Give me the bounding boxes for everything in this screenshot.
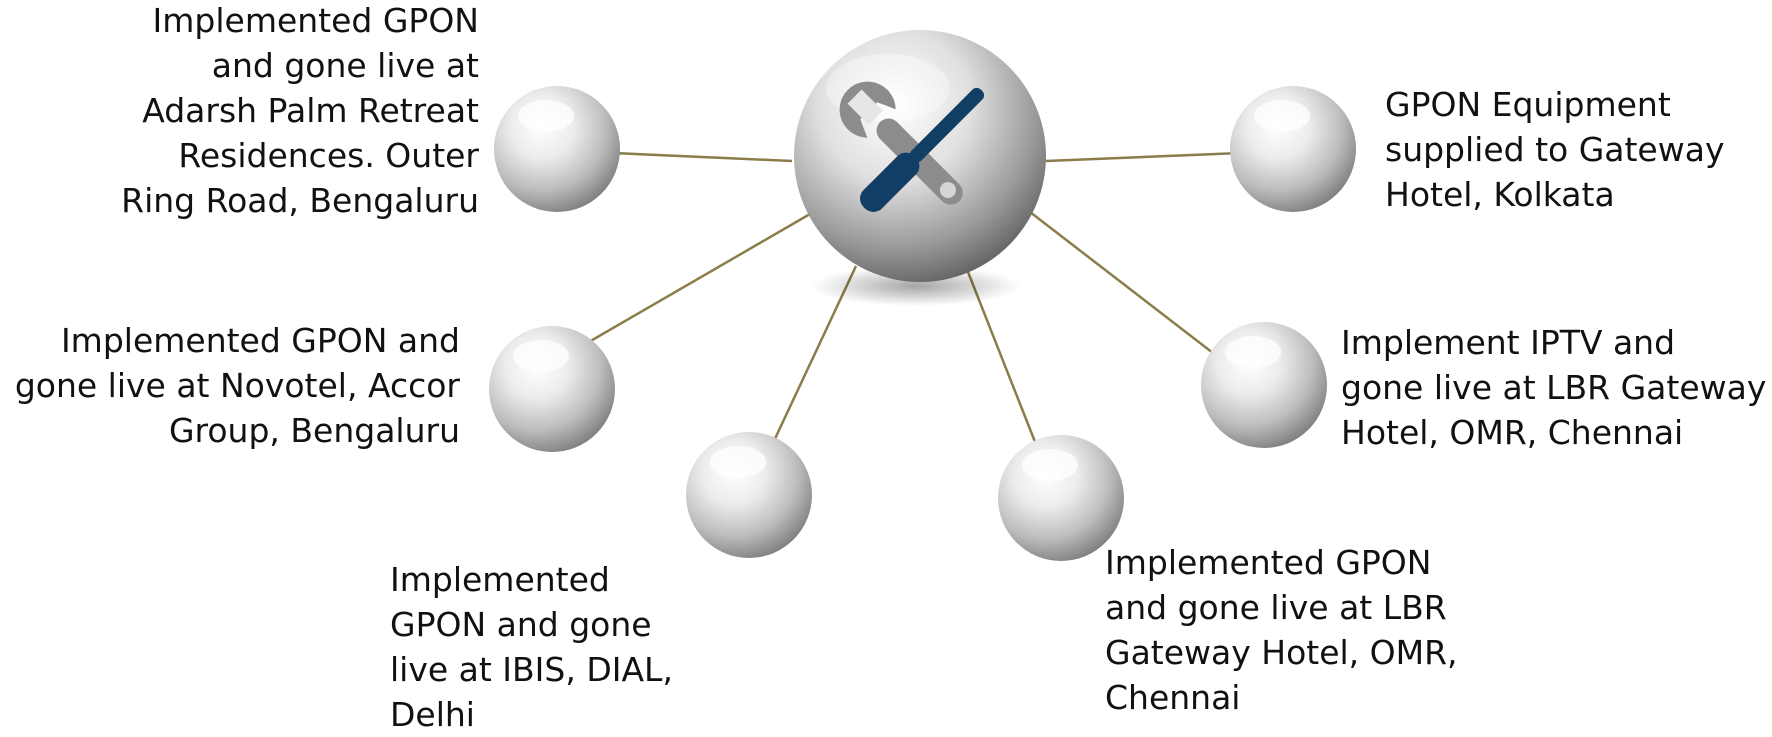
node-orb-gpon-chennai: [998, 435, 1124, 561]
node-label-novotel: Implemented GPON and gone live at Novote…: [14, 321, 460, 450]
node-label-adarsh: Implemented GPON and gone live at Adarsh…: [121, 1, 479, 220]
node-orb-gateway-kolkata: [1230, 86, 1356, 212]
hub-orb: [794, 30, 1046, 282]
node-label-gpon-chennai: Implemented GPON and gone live at LBR Ga…: [1105, 543, 1458, 717]
node-orb-adarsh: [494, 86, 620, 212]
node-label-iptv-chennai: Implement IPTV and gone live at LBR Gate…: [1341, 323, 1767, 452]
node-orb-novotel: [489, 326, 615, 452]
tools-icon: [839, 81, 985, 212]
node-label-gateway-kolkata: GPON Equipment supplied to Gateway Hotel…: [1385, 85, 1725, 214]
connector-line: [562, 212, 811, 359]
node-orb-iptv-chennai: [1201, 322, 1327, 448]
node-orb-ibis-delhi: [686, 432, 812, 558]
node-label-ibis-delhi: Implemented GPON and gone live at IBIS, …: [390, 560, 673, 734]
